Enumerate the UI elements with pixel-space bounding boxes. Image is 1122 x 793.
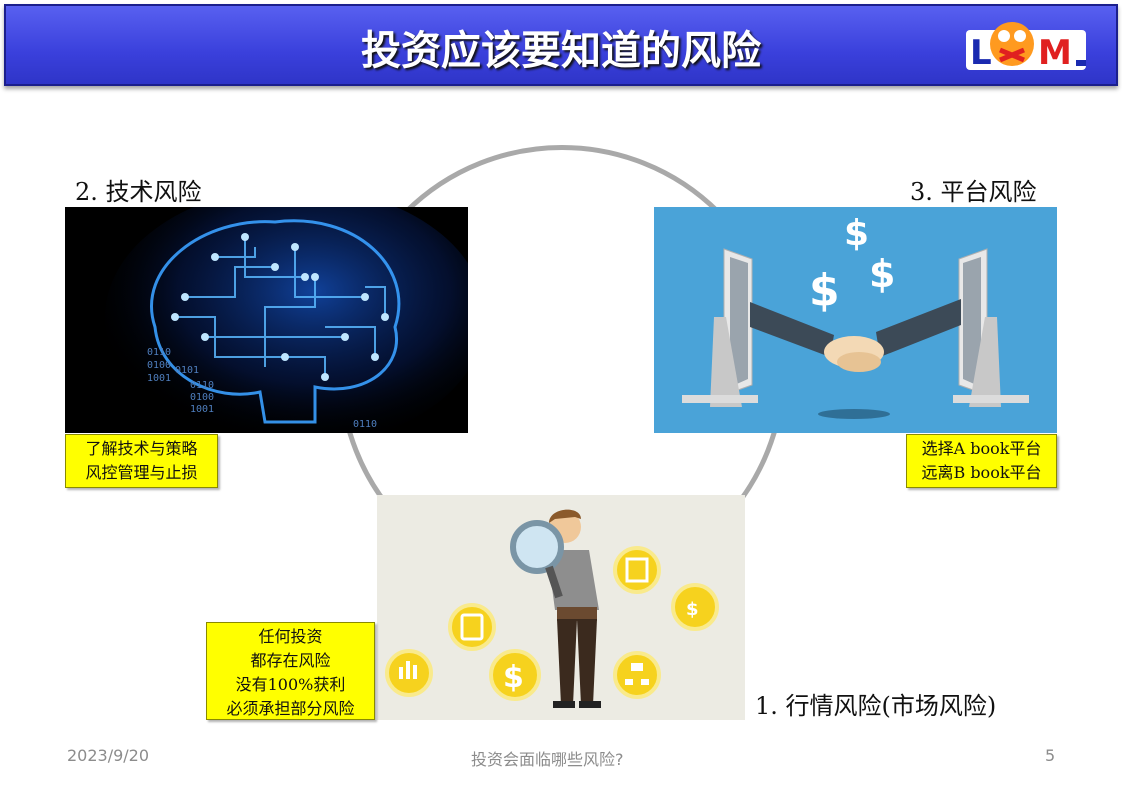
binary-text: 0110	[147, 347, 171, 358]
note-line: 任何投资	[258, 627, 323, 646]
market-risk-heading: 1. 行情风险(市场风险)	[755, 692, 997, 720]
binary-text: 0100	[147, 360, 171, 371]
tech-risk-heading: 2. 技术风险	[75, 178, 202, 206]
coin-icon	[385, 649, 433, 697]
binary-text: 0100	[190, 392, 214, 403]
footer-caption: 投资会面临哪些风险?	[471, 750, 624, 769]
note-line: 风控管理与止损	[85, 463, 198, 482]
note-line: 选择A book平台	[921, 439, 1042, 458]
note-line: 都存在风险	[250, 651, 331, 670]
footer-date: 2023/9/20	[67, 746, 150, 765]
binary-text: 0110	[353, 419, 377, 430]
coin-icon: $	[671, 583, 719, 631]
market-risk-note: 任何投资 都存在风险 没有100%获利 必须承担部分风险	[206, 622, 375, 720]
svg-text:L: L	[970, 33, 992, 73]
dollar-icon: $	[844, 213, 869, 254]
dollar-icon: $	[869, 252, 895, 296]
slide-title: 投资应该要知道的风险	[361, 28, 761, 74]
handshake-image: $ $ $	[654, 207, 1057, 433]
svg-text:M: M	[1038, 33, 1072, 73]
tech-risk-note: 了解技术与策略 风控管理与止损	[65, 434, 218, 488]
coin-icon	[613, 651, 661, 699]
binary-text: 0110	[190, 380, 214, 391]
dollar-coin-icon: $	[489, 649, 541, 701]
title-bar: 投资应该要知道的风险 L M	[4, 4, 1118, 86]
binary-text: 1001	[147, 373, 171, 384]
svg-text:$: $	[503, 660, 524, 695]
note-line: 远离B book平台	[921, 463, 1042, 482]
ai-brain-image: 0110 0100 1001 0101 0110 0100 1001 0110	[65, 207, 468, 433]
note-line: 没有100%获利	[235, 675, 346, 694]
coin-icon	[613, 546, 661, 594]
platform-risk-note: 选择A book平台 远离B book平台	[906, 434, 1057, 488]
dollar-icon: $	[809, 265, 840, 316]
coin-icon	[448, 603, 496, 651]
note-line: 了解技术与策略	[85, 439, 198, 458]
binary-text: 1001	[190, 404, 214, 415]
looxm-logo: L M	[966, 22, 1086, 73]
note-line: 必须承担部分风险	[226, 699, 355, 718]
binary-text: 0101	[175, 365, 199, 376]
magnifier-man-image: $ $	[377, 495, 745, 720]
svg-text:$: $	[686, 599, 699, 620]
platform-risk-heading: 3. 平台风险	[910, 178, 1037, 206]
page-number: 5	[1045, 746, 1056, 765]
